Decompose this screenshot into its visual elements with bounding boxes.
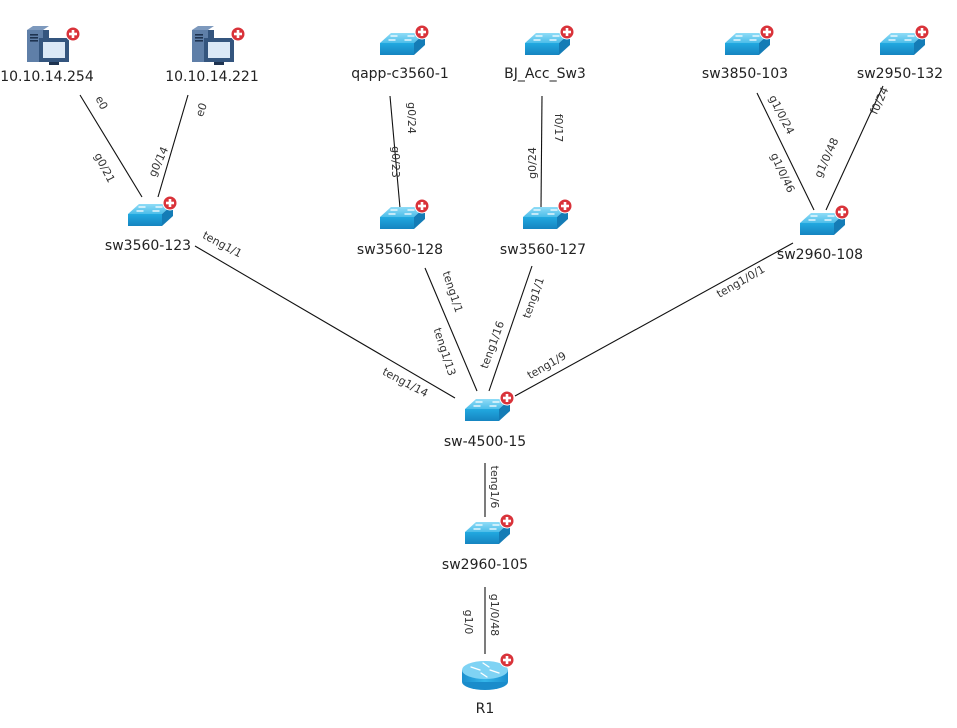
switch-icon <box>725 33 770 55</box>
links-layer <box>79 85 884 654</box>
port-label: teng1/1 <box>200 229 244 261</box>
plus-circle-icon[interactable] <box>759 24 775 40</box>
link-sw128-core[interactable] <box>424 267 478 392</box>
node-label: sw3560-123 <box>105 238 191 254</box>
port-label: teng1/6 <box>488 466 501 509</box>
switch-icon <box>525 33 570 55</box>
node-label: BJ_Acc_Sw3 <box>504 66 586 82</box>
node-label: sw2950-132 <box>857 66 943 82</box>
plus-circle-icon[interactable] <box>557 198 573 214</box>
node-r1[interactable]: R1 <box>462 652 515 717</box>
plus-circle-icon[interactable] <box>162 195 178 211</box>
port-label: g0/24 <box>526 147 539 179</box>
port-label: g1/0/48 <box>488 594 501 636</box>
link-sw123-core[interactable] <box>194 245 456 399</box>
port-label: teng1/16 <box>478 319 507 370</box>
node-label: R1 <box>476 701 495 717</box>
link-sw127-core[interactable] <box>488 265 533 392</box>
link-h221-sw123[interactable] <box>157 94 189 198</box>
plus-circle-icon[interactable] <box>499 652 515 668</box>
link-sw2950-sw108[interactable] <box>825 85 884 211</box>
port-label: g0/23 <box>389 146 402 178</box>
switch-icon <box>523 207 568 229</box>
port-label: f0/17 <box>552 114 565 143</box>
port-label: g0/24 <box>405 102 418 134</box>
link-sw108-core[interactable] <box>514 242 794 397</box>
plus-circle-icon[interactable] <box>230 26 246 42</box>
port-label: f0/24 <box>868 85 892 116</box>
node-label: 10.10.14.254 <box>0 69 94 85</box>
port-label: g1/0/48 <box>812 136 842 180</box>
node-label: sw3560-128 <box>357 242 443 258</box>
switch-icon <box>380 33 425 55</box>
node-label: sw3560-127 <box>500 242 586 258</box>
node-sw128[interactable]: sw3560-128 <box>357 198 443 258</box>
server-workstation-icon <box>192 26 234 65</box>
port-label: teng1/14 <box>380 365 430 400</box>
port-label: e0 <box>193 101 210 118</box>
switch-icon <box>800 213 845 235</box>
node-label: qapp-c3560-1 <box>351 66 449 82</box>
port-labels-layer: e0g0/21e0g0/14g0/24g0/23f0/17g0/24g1/0/2… <box>91 85 891 636</box>
node-bjacc[interactable]: BJ_Acc_Sw3 <box>504 24 586 82</box>
plus-circle-icon[interactable] <box>414 198 430 214</box>
node-h254[interactable]: 10.10.14.254 <box>0 26 94 85</box>
plus-circle-icon[interactable] <box>65 26 81 42</box>
node-sw105[interactable]: sw2960-105 <box>442 513 528 573</box>
server-workstation-icon <box>27 26 69 65</box>
port-label: e0 <box>93 94 111 112</box>
link-sw3850-sw108[interactable] <box>756 92 815 211</box>
node-sw108[interactable]: sw2960-108 <box>777 204 863 263</box>
port-label: teng1/13 <box>431 326 459 377</box>
node-qapp[interactable]: qapp-c3560-1 <box>351 24 449 82</box>
plus-circle-icon[interactable] <box>559 24 575 40</box>
link-bjacc-sw127[interactable] <box>540 95 543 209</box>
router-icon <box>462 661 508 690</box>
plus-circle-icon[interactable] <box>414 24 430 40</box>
node-label: sw2960-108 <box>777 247 863 263</box>
plus-circle-icon[interactable] <box>499 390 515 406</box>
plus-circle-icon[interactable] <box>499 513 515 529</box>
plus-circle-icon[interactable] <box>834 204 850 220</box>
port-label: g0/21 <box>91 151 117 185</box>
node-label: sw3850-103 <box>702 66 788 82</box>
port-label: g0/14 <box>146 145 171 179</box>
port-label: teng1/1 <box>520 276 547 321</box>
node-sw123[interactable]: sw3560-123 <box>105 195 191 254</box>
node-label: 10.10.14.221 <box>165 69 259 85</box>
port-label: teng1/9 <box>525 349 569 382</box>
port-label: g1/0 <box>462 610 475 635</box>
node-label: sw2960-105 <box>442 557 528 573</box>
link-qapp-sw128[interactable] <box>389 95 401 209</box>
port-label: teng1/1 <box>440 270 466 315</box>
node-sw127[interactable]: sw3560-127 <box>500 198 586 258</box>
node-sw2950[interactable]: sw2950-132 <box>857 24 943 82</box>
port-label: g1/0/24 <box>766 93 797 137</box>
node-label: sw-4500-15 <box>444 434 526 450</box>
node-h221[interactable]: 10.10.14.221 <box>165 26 259 85</box>
link-h254-sw123[interactable] <box>79 94 143 198</box>
node-sw3850[interactable]: sw3850-103 <box>702 24 788 82</box>
switch-icon <box>465 522 510 544</box>
port-label: g1/0/46 <box>768 151 798 195</box>
plus-circle-icon[interactable] <box>914 24 930 40</box>
nodes-layer: 10.10.14.254 10.10.14.221 qapp-c3560-1 BJ_A… <box>0 24 943 717</box>
node-core[interactable]: sw-4500-15 <box>444 390 526 450</box>
